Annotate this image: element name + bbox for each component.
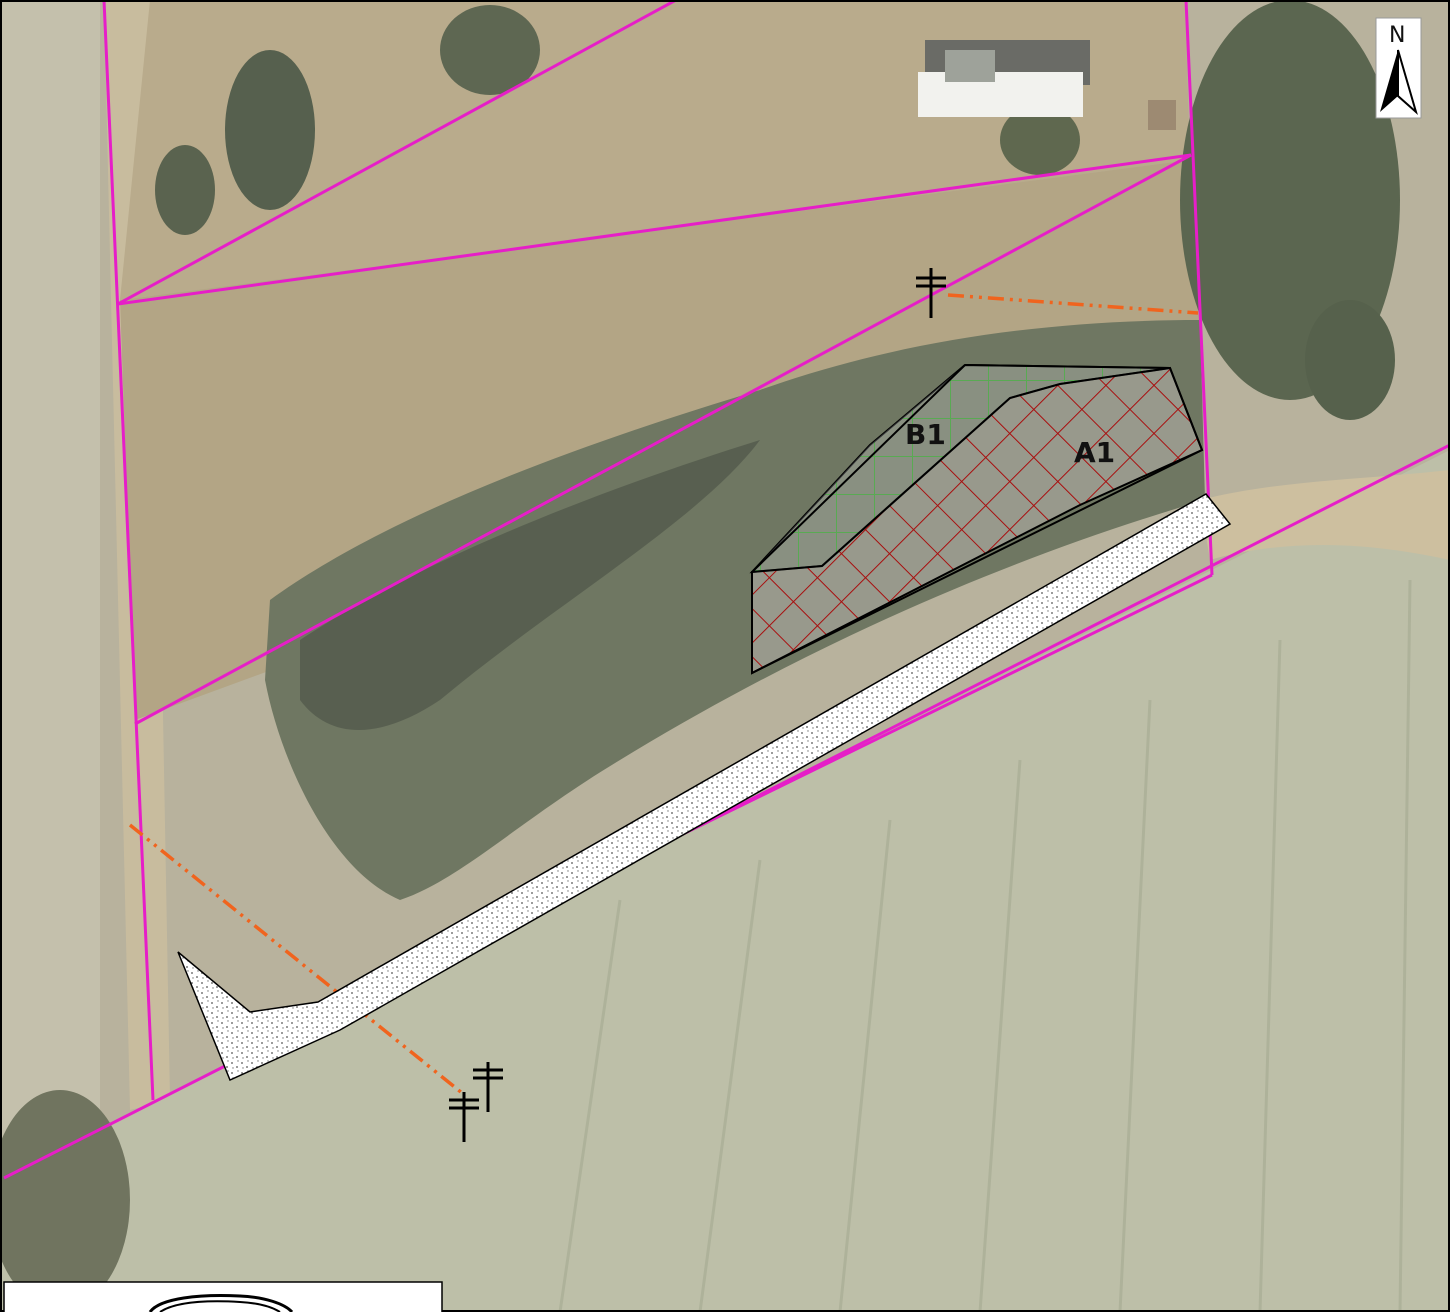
- shed: [1148, 100, 1176, 130]
- parcel-line: [134, 153, 1192, 726]
- utility-pole-icon: [449, 1092, 479, 1142]
- utility-lines: [128, 293, 1199, 1095]
- utility-line: [947, 293, 1199, 315]
- parcel-line: [102, 0, 155, 1101]
- building-annex: [945, 50, 995, 82]
- parcel-line: [1184, 0, 1214, 576]
- area-b1-label: B1: [905, 418, 946, 451]
- inset-emblem: [148, 1294, 294, 1312]
- tree-cluster: [225, 50, 315, 210]
- field-rows: [558, 579, 1412, 1312]
- inset-panel: [3, 1281, 443, 1312]
- utility-pole-icon: [916, 268, 946, 318]
- gravel-path: [177, 493, 1232, 1082]
- parcel-line: [117, 153, 1192, 306]
- tree-shadow: [300, 440, 760, 730]
- north-arrow: N: [1375, 17, 1422, 119]
- tree-cluster: [155, 145, 215, 235]
- tree-cluster: [1180, 0, 1400, 400]
- building-roof-white: [918, 72, 1083, 117]
- parcel-line: [117, 0, 677, 306]
- tree-cluster: [0, 1090, 130, 1310]
- tree-cluster: [440, 5, 540, 95]
- utility-pole-icon: [473, 1062, 503, 1112]
- areas-outline: [751, 364, 1204, 675]
- utility-line: [128, 823, 464, 1095]
- tree-cluster: [1305, 300, 1395, 420]
- field-south: [0, 450, 1450, 1312]
- area-b1-tint: [752, 365, 1170, 572]
- area-a1-label: A1: [1074, 436, 1115, 469]
- tree-cluster: [1000, 105, 1080, 175]
- dirt-road-east: [1200, 470, 1450, 560]
- north-arrow-label: N: [1389, 23, 1405, 48]
- north-arrow-icon: [1380, 50, 1398, 112]
